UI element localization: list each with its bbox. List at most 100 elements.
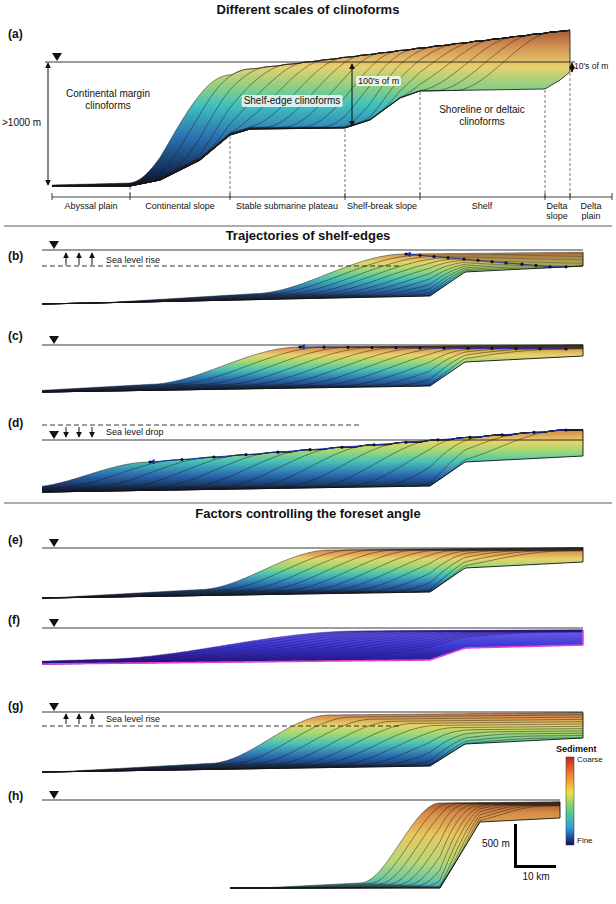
panel-letter: (e) [8,534,23,548]
zone-tick [545,193,546,200]
basement-line [42,645,583,664]
clinoform-line [42,347,583,392]
clinoform-line [42,712,583,772]
sea-level-rise-arrow [66,253,67,265]
clinoform-line [42,345,583,392]
section-edge [570,30,571,72]
former-sea-level [42,726,400,727]
rollover-point [564,428,567,431]
horizontal-scale-bar [514,865,556,868]
panel-f-clinoforms [42,630,583,664]
sediment-body [42,712,583,772]
clinoform-line [42,430,583,486]
shelf-edge-trajectory [406,254,566,267]
clinoform-line [42,731,583,772]
label-slot: Stable submarine plateau [231,201,343,211]
former-sea-level [42,425,360,426]
sea-level-rise-arrow [66,714,67,724]
sea-level-symbol [49,791,59,799]
rollover-point [404,441,407,444]
label-slot: (h) [8,790,23,804]
basement-line [52,72,570,186]
rollover-point [372,443,375,446]
rollover-point [490,260,493,263]
panel-g-clinoforms [42,712,583,772]
section-edge [583,252,584,266]
zone-tick [420,193,421,200]
clinoform-line [42,430,583,492]
panel-letter: (g) [8,700,23,714]
basement-line [230,818,560,888]
sea-level [42,440,583,441]
rollover-point [548,265,551,268]
panel-e-clinoforms [42,547,583,598]
rollover-point [212,455,215,458]
sea-level-symbol [49,703,59,711]
scale-label: 10 km [522,871,549,883]
sediment-color-bar [566,757,574,845]
clinoform-line [52,30,570,186]
rollover-point [500,433,503,436]
clinoform-line [42,430,583,492]
label-slot: 500 m [482,838,510,850]
zone-boundary [230,136,231,197]
sea-level [42,800,560,801]
rollover-point [148,460,151,463]
clinoform-line [52,30,570,186]
clinoform-line [42,630,583,662]
label-slot: (a) [8,28,23,42]
clinoform-line [42,254,583,304]
label-slot: (f) [8,614,20,628]
dimension-label: 100's of m [356,76,401,86]
rollover-point [308,448,311,451]
clinoform-line [42,630,583,662]
zone-tick [570,193,571,200]
panel-letter: (d) [8,417,23,431]
sea-level-symbol [49,336,59,344]
section-edge [583,430,584,456]
sea-level-label: Sea level rise [104,255,162,265]
shelf-edge-trajectory [300,347,566,349]
zone-boundary [420,92,421,197]
clinoform-line [42,347,583,392]
zone-tick [345,193,346,200]
section-edge [560,802,561,818]
clinoform-line [42,430,583,492]
clinoform-line [42,261,583,304]
rollover-point [432,255,435,258]
rollover-point [418,346,421,349]
label-slot: Shelf [472,201,493,211]
panel-a-clinoforms [52,30,570,186]
clinoform-line [230,802,560,888]
clinoform-line [42,550,583,598]
clinoform-line [42,726,583,772]
clinoform-line [42,430,583,492]
clinoform-line [42,551,583,598]
zone-tick [130,193,131,200]
dimension-label: 10's of m [574,62,608,72]
clinoform-line [42,548,583,598]
clinoform-line [52,30,570,186]
zone-label: Delta slope [544,201,570,222]
rollover-point [442,346,445,349]
dimension-arrow [352,64,353,126]
clinoform-line [52,30,570,186]
section-heading: Trajectories of shelf-edges [226,229,391,244]
rollover-point [468,436,471,439]
label-slot: Sediment [556,744,597,754]
clinoform-line [42,724,583,772]
sea-level-drop-arrow [92,427,93,437]
zone-label: Continental slope [132,201,228,211]
sea-level-symbol [49,431,59,439]
label-slot: Continental slope [132,201,228,211]
section-heading: Different scales of clinoforms [217,3,400,18]
label-slot: Delta slope [544,201,570,222]
clinoform-line [52,30,570,185]
label-slot: (b) [8,250,23,264]
zone-tick [612,193,613,200]
dimension-arrow [48,63,49,185]
label-slot: Sea level rise [104,714,162,724]
clinoform-line [42,262,583,304]
